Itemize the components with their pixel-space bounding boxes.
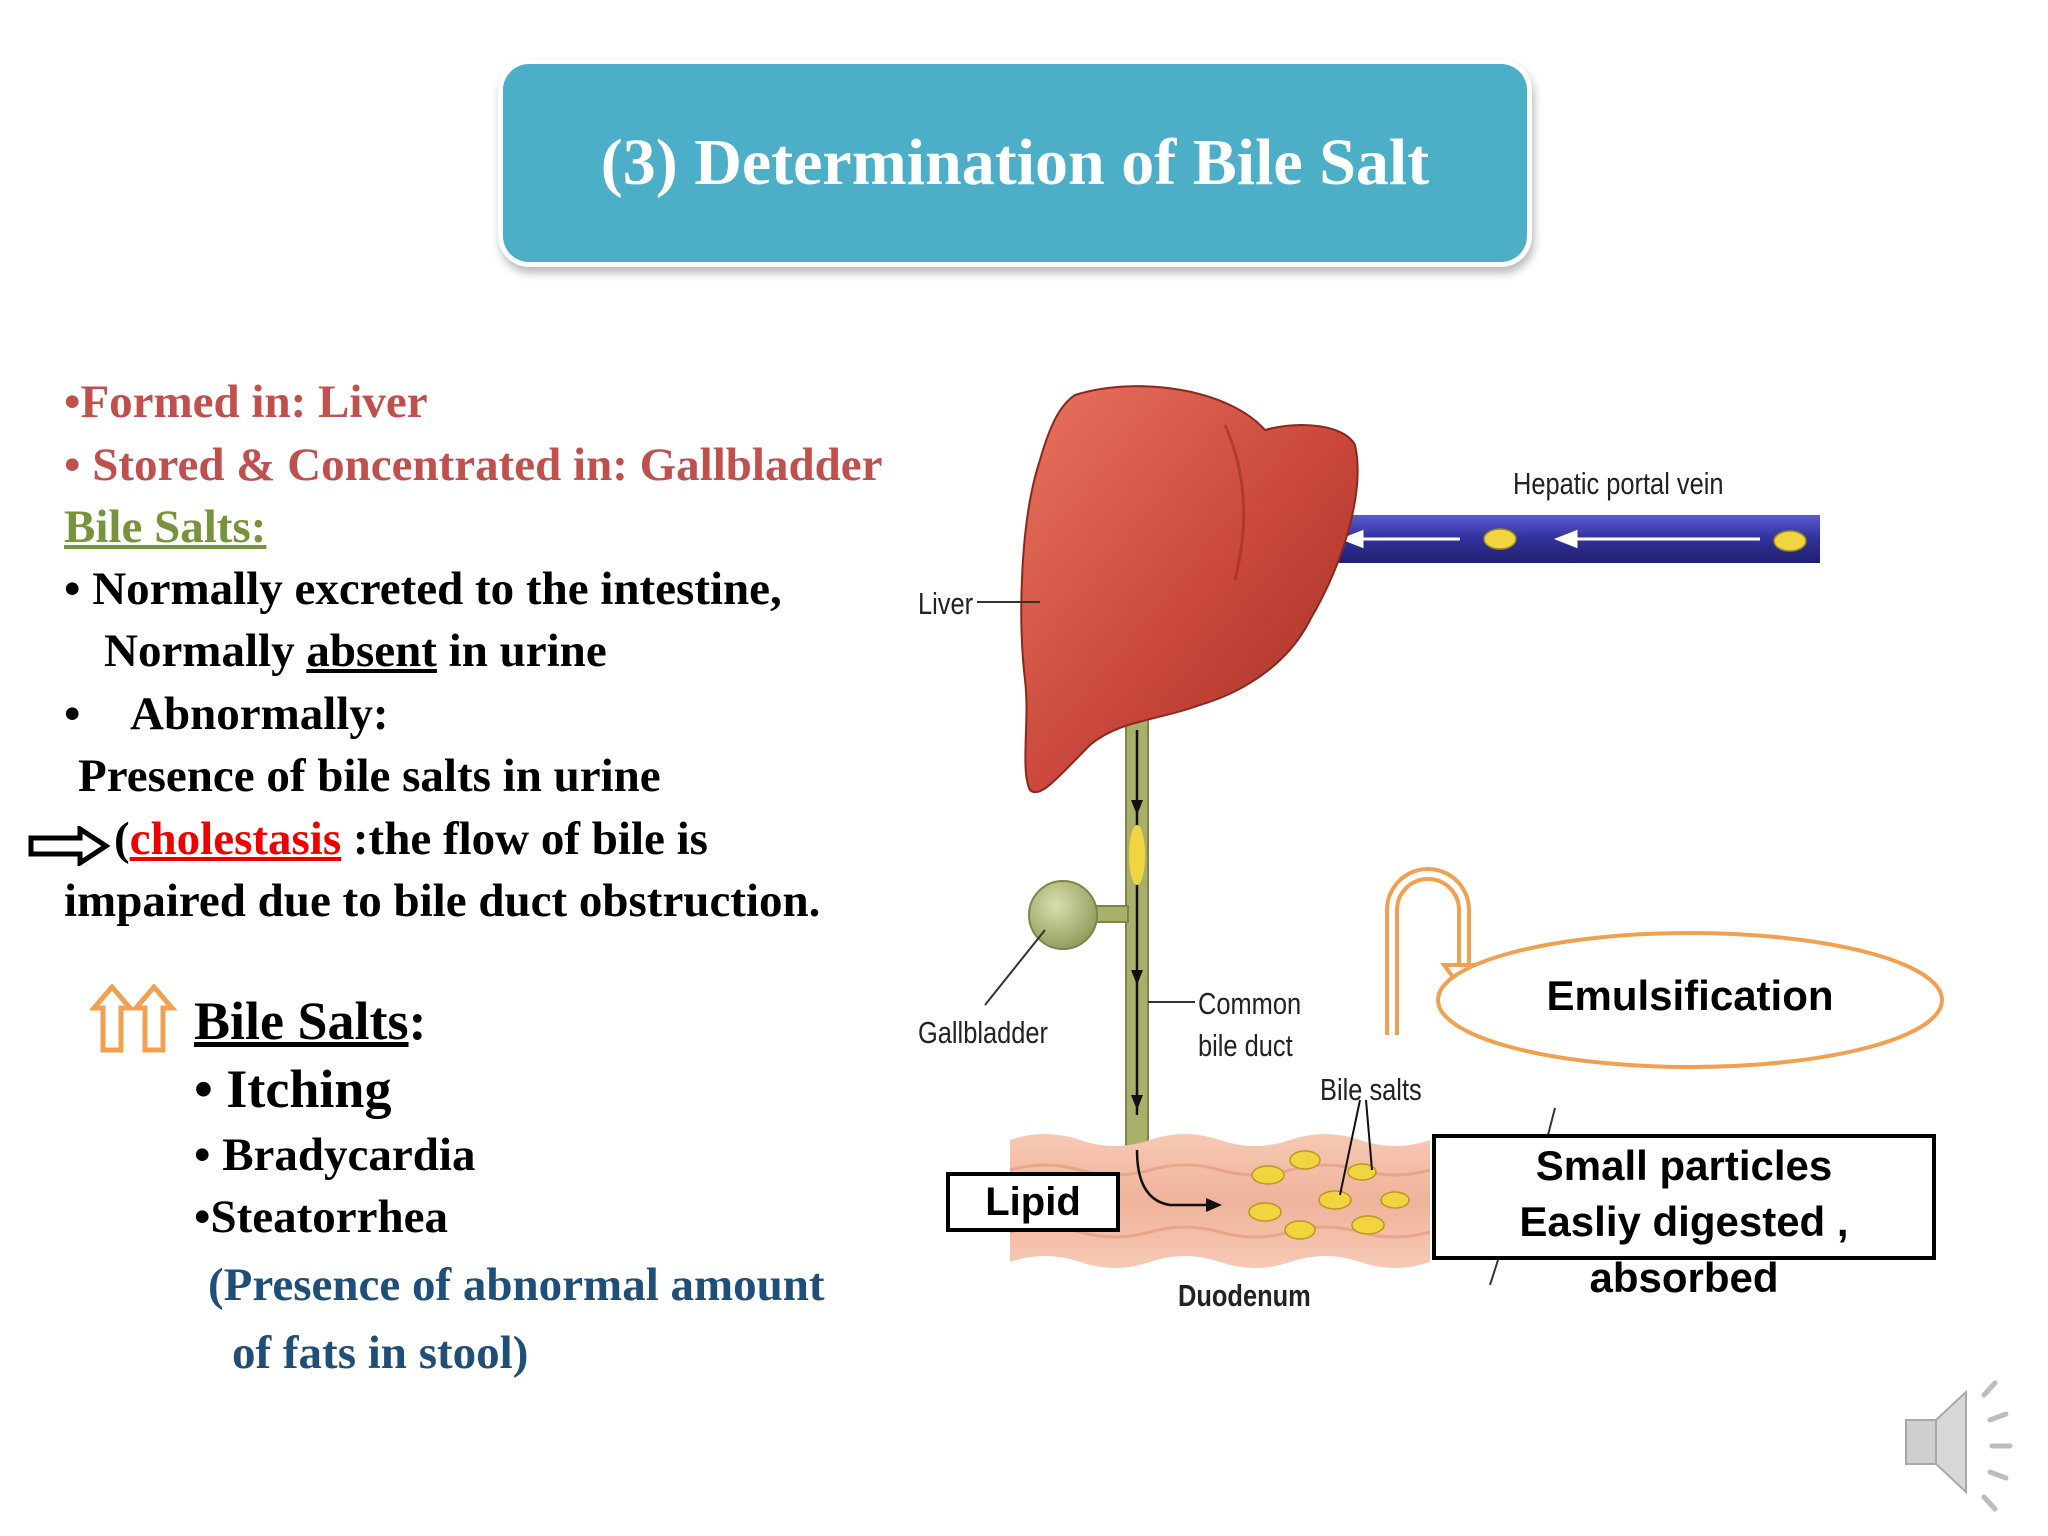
cholestasis-line: (cholestasis :the flow of bile is [114, 812, 708, 866]
emulsification-label: Emulsification [1546, 972, 1834, 1019]
common-bile-duct-label-1: Common [1198, 986, 1302, 1021]
bile-salt-particles [1248, 1150, 1410, 1240]
in-urine-text: in urine [436, 625, 607, 677]
common-bile-duct [1087, 699, 1149, 1151]
normally-absent-line: Normally absent in urine [104, 624, 607, 678]
normally-prefix: Normally [104, 625, 307, 677]
hepatic-portal-vein [1320, 515, 1820, 563]
abnormally-text: Abnormally: [130, 688, 389, 740]
speaker-icon[interactable] [1905, 1380, 2013, 1512]
elevated-colon: : [408, 991, 427, 1051]
lipid-label: Lipid [985, 1180, 1081, 1224]
impaired-text: impaired due to bile duct obstruction. [64, 875, 821, 927]
absent-word: absent [306, 625, 437, 677]
elevated-bile-salts-heading: Bile Salts: [194, 990, 427, 1052]
double-up-arrow-icon [90, 984, 178, 1053]
presence-bile-salts-text: Presence of bile salts in urine [78, 750, 661, 802]
small-particles-box: Small particles Easliy digested , absorb… [1432, 1134, 1936, 1301]
hepatic-portal-vein-label: Hepatic portal vein [1513, 466, 1724, 501]
duodenum-label: Duodenum [1178, 1278, 1311, 1313]
liver-label: Liver [918, 586, 974, 621]
bradycardia-text: • Bradycardia [194, 1129, 476, 1181]
elevated-bile-salts-label: Bile Salts [194, 991, 409, 1051]
emulsification-ellipse [1436, 931, 1944, 1069]
paren-open: ( [114, 813, 130, 865]
page-title: (3) Determination of Bile Salt [600, 126, 1430, 199]
gallbladder-label: Gallbladder [918, 1015, 1049, 1050]
right-double-arrow-icon [28, 826, 110, 866]
formed-in-text: •Formed in: Liver [64, 376, 428, 428]
gallbladder-shape [1028, 880, 1098, 950]
title-banner: (3) Determination of Bile Salt [503, 64, 1527, 262]
steatorrhea-text: •Steatorrhea [194, 1191, 448, 1243]
normally-excreted-text: • Normally excreted to the intestine, [64, 563, 782, 615]
abnormally-bullet: • [64, 688, 81, 740]
stored-in-text: • Stored & Concentrated in: Gallbladder [64, 439, 883, 491]
easily-digested-label: Easliy digested , absorbed [1519, 1198, 1849, 1301]
bile-salts-label: Bile salts [1320, 1072, 1422, 1107]
bile-salts-heading: Bile Salts: [64, 501, 267, 553]
gallbladder-leader-line [984, 929, 1046, 1006]
itching-text: • Itching [194, 1059, 392, 1119]
duodenum-shape [1010, 1134, 1430, 1268]
lipid-box: Lipid [946, 1172, 1120, 1232]
liver-shape [1020, 385, 1359, 794]
small-particles-label: Small particles [1535, 1142, 1833, 1189]
presence-fats-line-1: (Presence of abnormal amount [208, 1259, 825, 1311]
presence-fats-line-2: of fats in stool) [232, 1327, 529, 1379]
common-bile-duct-label-2: bile duct [1198, 1028, 1293, 1063]
cholestasis-word: cholestasis [129, 813, 342, 865]
cholestasis-definition: :the flow of bile is [341, 813, 708, 865]
